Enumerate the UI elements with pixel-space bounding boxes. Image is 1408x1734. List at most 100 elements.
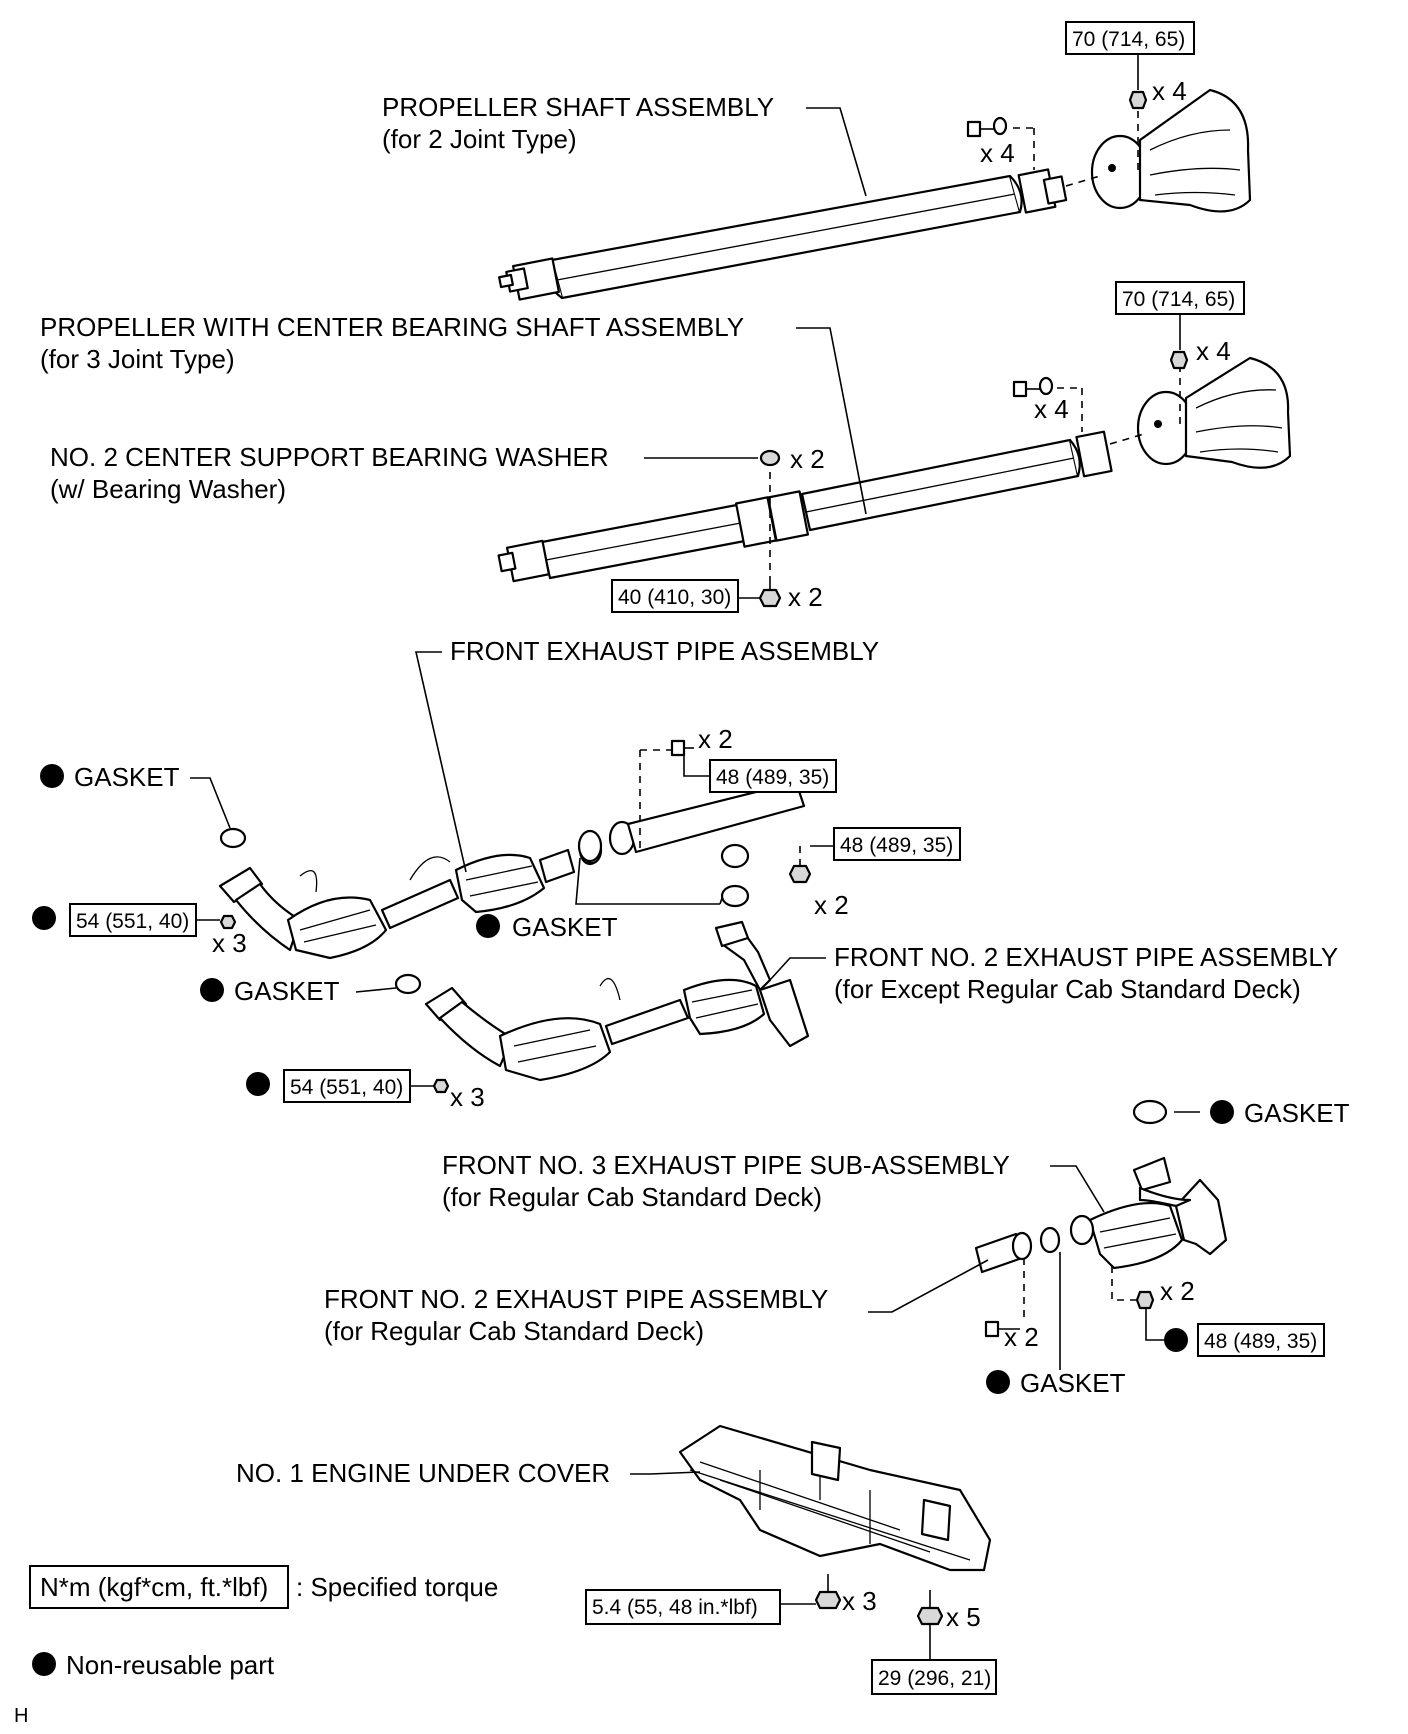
gasket-icon [720,843,750,869]
gasket-icon [1039,1226,1061,1254]
non-reusable-marker [200,978,224,1002]
label-propeller-center-bearing: PROPELLER WITH CENTER BEARING SHAFT ASSE… [40,312,744,342]
front-no3-exhaust-pipe-sub-assembly [1088,1156,1228,1270]
quantity-label: x 2 [788,582,823,612]
torque-box-54-b [283,1069,411,1103]
bolt-icon [1012,380,1040,398]
torque-value: 48 (489, 35) [716,766,829,789]
label-front-no3-exhaust-note: (for Regular Cab Standard Deck) [442,1182,822,1212]
nut-icon [1169,350,1189,370]
gasket-icon [720,884,750,908]
front-no2-exhaust-pipe-regular [974,1231,1033,1274]
torque-value: 54 (551, 40) [290,1076,403,1099]
label-front-no2-exhaust-note: (for Except Regular Cab Standard Deck) [834,974,1301,1004]
gasket-icon [394,973,422,995]
corner-code: H [14,1705,28,1727]
quantity-label: x 2 [814,890,849,920]
label-bearing-washer: NO. 2 CENTER SUPPORT BEARING WASHER [50,442,609,472]
torque-box-29 [871,1659,997,1695]
bolt-icon [814,1574,842,1610]
nut-icon [1135,1290,1155,1310]
torque-value: 70 (714, 65) [1072,28,1185,51]
nut-icon [432,1078,450,1094]
label-front-no3-exhaust: FRONT NO. 3 EXHAUST PIPE SUB-ASSEMBLY [442,1150,1010,1180]
torque-box-48-b [833,827,961,861]
washer-icon [1038,376,1054,396]
bolt-icon [966,120,994,138]
non-reusable-marker [1164,1328,1188,1352]
gasket-icon [1069,1214,1095,1246]
label-gasket: GASKET [74,762,180,792]
engine-under-cover [678,1424,992,1572]
differential-flange-upper [1090,88,1252,213]
torque-value: 70 (714, 65) [1122,288,1235,311]
label-engine-under-cover: NO. 1 ENGINE UNDER COVER [236,1458,610,1488]
torque-box-70-upper [1065,21,1195,55]
legend-torque-box [29,1565,289,1609]
gasket-icon [219,827,247,849]
quantity-label: x 2 [1004,1322,1039,1352]
label-front-no2-regular-note: (for Regular Cab Standard Deck) [324,1316,704,1346]
torque-box-40 [611,579,739,613]
non-reusable-marker [246,1072,270,1096]
label-gasket: GASKET [1244,1098,1350,1128]
torque-box-70-lower [1115,281,1245,315]
quantity-label: x 3 [450,1082,485,1112]
gasket-icon [1132,1099,1168,1125]
nut-icon [219,914,237,930]
bolt-icon [984,1320,1020,1338]
label-propeller-shaft-note: (for 2 Joint Type) [382,124,577,154]
label-front-exhaust-pipe: FRONT EXHAUST PIPE ASSEMBLY [450,636,879,666]
differential-flange-lower [1136,356,1292,469]
label-propeller-shaft: PROPELLER SHAFT ASSEMBLY [382,92,774,122]
label-gasket: GASKET [1020,1368,1126,1398]
quantity-label: x 4 [1152,76,1187,106]
front-no2-exhaust-pipe-assembly [424,920,810,1082]
bolt-icon [788,864,812,884]
label-gasket: GASKET [234,976,340,1006]
non-reusable-marker [1210,1100,1234,1124]
quantity-label: x 2 [790,444,825,474]
washer-icon [992,116,1008,136]
torque-value: 54 (551, 40) [76,910,189,933]
torque-value: 40 (410, 30) [618,586,731,609]
legend-torque-text: : Specified torque [296,1572,498,1602]
quantity-label: x 2 [1160,1276,1195,1306]
bearing-washer-icon [759,449,781,467]
bolt-icon [916,1590,944,1626]
quantity-label: x 2 [698,724,733,754]
label-gasket: GASKET [512,912,618,942]
legend-torque-units: N*m (kgf*cm, ft.*lbf) [40,1572,268,1602]
quantity-label: x 4 [1196,336,1231,366]
legend-non-reusable-text: Non-reusable part [66,1650,275,1680]
torque-box-54-a [69,903,197,937]
quantity-label: x 3 [212,928,247,958]
torque-box-5-4 [585,1589,781,1625]
torque-box-48-c [1197,1323,1325,1357]
bolt-icon [670,739,694,757]
non-reusable-marker [32,906,56,930]
label-front-no2-exhaust: FRONT NO. 2 EXHAUST PIPE ASSEMBLY [834,942,1338,972]
nut-icon [1128,90,1148,110]
gasket-icon [577,829,603,863]
quantity-label: x 5 [946,1602,981,1632]
legend-non-reusable-marker [32,1652,56,1676]
propeller-shaft-2-joint [498,168,1068,301]
bolt-icon [758,580,782,608]
torque-value: 48 (489, 35) [1204,1330,1317,1353]
non-reusable-marker [40,764,64,788]
label-propeller-center-bearing-note: (for 3 Joint Type) [40,344,235,374]
torque-value: 48 (489, 35) [840,834,953,857]
quantity-label: x 3 [842,1586,877,1616]
torque-value: 29 (296, 21) [878,1667,991,1690]
quantity-label: x 4 [1034,394,1069,424]
propeller-shaft-3-joint [497,430,1113,583]
torque-value: 5.4 (55, 48 in.*lbf) [592,1596,758,1619]
non-reusable-marker [986,1370,1010,1394]
label-bearing-washer-note: (w/ Bearing Washer) [50,474,286,504]
quantity-label: x 4 [980,138,1015,168]
non-reusable-marker [476,914,500,938]
torque-box-48-a [709,759,837,793]
label-front-no2-regular: FRONT NO. 2 EXHAUST PIPE ASSEMBLY [324,1284,828,1314]
